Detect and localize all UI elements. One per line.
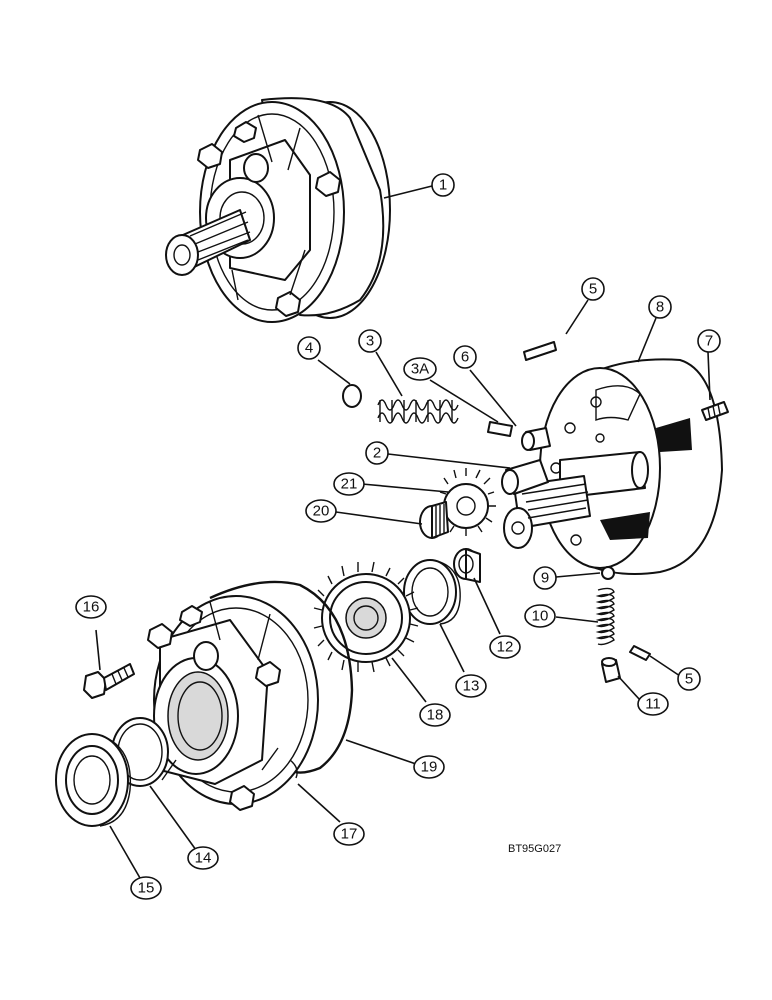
callout-label: 15	[138, 880, 155, 897]
leader-21	[361, 483, 449, 493]
leader-10	[555, 616, 599, 623]
leader-8	[637, 317, 657, 363]
callout-label: 2	[373, 445, 381, 462]
ring-part-4	[342, 384, 362, 408]
bushing-part-12	[453, 548, 481, 583]
callouts: 1 2 3 3A 4 5 5 6 7 8 9 10 11 12 13 14 15…	[75, 173, 721, 900]
callout-label: 16	[83, 599, 100, 616]
leader-15	[109, 825, 141, 879]
valve-cap-part-11	[601, 657, 621, 683]
callout-3a: 3A	[403, 357, 437, 381]
o-ring-part-19	[209, 580, 354, 774]
leader-13	[439, 623, 465, 673]
leader-17	[297, 783, 341, 823]
leader-5a	[565, 299, 589, 335]
pump-assembly-part-1	[165, 97, 391, 323]
callout-label: 11	[645, 696, 661, 713]
callout-label: 6	[461, 349, 469, 366]
leader-14	[149, 785, 197, 851]
leader-18	[391, 657, 427, 703]
leader-16	[95, 629, 101, 671]
pin-part-5-upper	[523, 341, 557, 361]
callout-17: 17	[333, 822, 365, 846]
callout-18: 18	[419, 703, 451, 727]
callout-label: 9	[541, 570, 549, 587]
bolt-part-16	[83, 663, 135, 699]
callout-7: 7	[697, 329, 721, 353]
callout-label: 20	[313, 503, 330, 520]
ball-part-9	[601, 566, 615, 580]
valve-part-6	[521, 427, 551, 451]
callout-16: 16	[75, 595, 107, 619]
callout-19: 19	[413, 755, 445, 779]
callout-label: 10	[532, 608, 549, 625]
callout-2: 2	[365, 441, 389, 465]
callout-label: 8	[656, 299, 664, 316]
plug-part-7	[701, 401, 729, 421]
leader-12	[473, 577, 501, 635]
callout-label: 5	[685, 671, 693, 688]
bearing-part-20	[419, 501, 449, 539]
leader-11	[617, 675, 641, 701]
callout-9: 9	[533, 566, 557, 590]
callout-5-lower: 5	[677, 667, 701, 691]
callout-label: 13	[463, 678, 480, 695]
leader-5b	[649, 655, 681, 677]
callout-label: 17	[341, 826, 358, 843]
callout-label: 5	[589, 281, 597, 298]
leader-9	[555, 572, 601, 578]
leader-3a	[429, 379, 499, 423]
callout-10: 10	[524, 604, 556, 628]
callout-1: 1	[431, 173, 455, 197]
callout-13: 13	[455, 674, 487, 698]
callout-label: 3A	[411, 361, 429, 378]
leader-7	[707, 351, 711, 401]
callout-20: 20	[305, 499, 337, 523]
sleeve-part-2	[501, 459, 549, 495]
callout-8: 8	[648, 295, 672, 319]
callout-label: 18	[427, 707, 444, 724]
callout-label: 4	[305, 340, 313, 357]
leader-6	[469, 369, 517, 427]
pin-part-3a	[487, 421, 513, 437]
leader-20	[335, 511, 423, 525]
callout-3: 3	[358, 329, 382, 353]
leader-19	[345, 739, 417, 765]
callout-label: 21	[341, 476, 358, 493]
callout-label: 12	[497, 639, 514, 656]
callout-4: 4	[297, 336, 321, 360]
callout-label: 19	[421, 759, 438, 776]
callout-12: 12	[489, 635, 521, 659]
leader-lines	[95, 185, 711, 879]
callout-label: 7	[705, 333, 713, 350]
callout-15: 15	[130, 876, 162, 900]
leader-3	[375, 351, 403, 397]
callout-6: 6	[453, 345, 477, 369]
callout-14: 14	[187, 846, 219, 870]
callout-label: 1	[439, 177, 447, 194]
leader-4	[317, 359, 351, 385]
leader-1	[383, 185, 433, 199]
reference-code: BT95G027	[508, 843, 561, 855]
callout-label: 14	[195, 850, 212, 867]
large-gear-part-18	[313, 561, 419, 673]
spring-part-3	[377, 399, 459, 424]
pin-part-5-lower	[629, 645, 651, 661]
ring-part-13	[403, 559, 461, 625]
callout-11: 11	[637, 692, 669, 716]
pump-housing-part-17	[147, 595, 319, 811]
callout-21: 21	[333, 472, 365, 496]
leader-2	[387, 453, 511, 469]
spring-part-10	[595, 587, 615, 646]
pump-body-part-8	[503, 358, 723, 575]
seal-part-15	[55, 733, 132, 827]
callout-label: 3	[366, 333, 374, 350]
callout-5-upper: 5	[581, 277, 605, 301]
